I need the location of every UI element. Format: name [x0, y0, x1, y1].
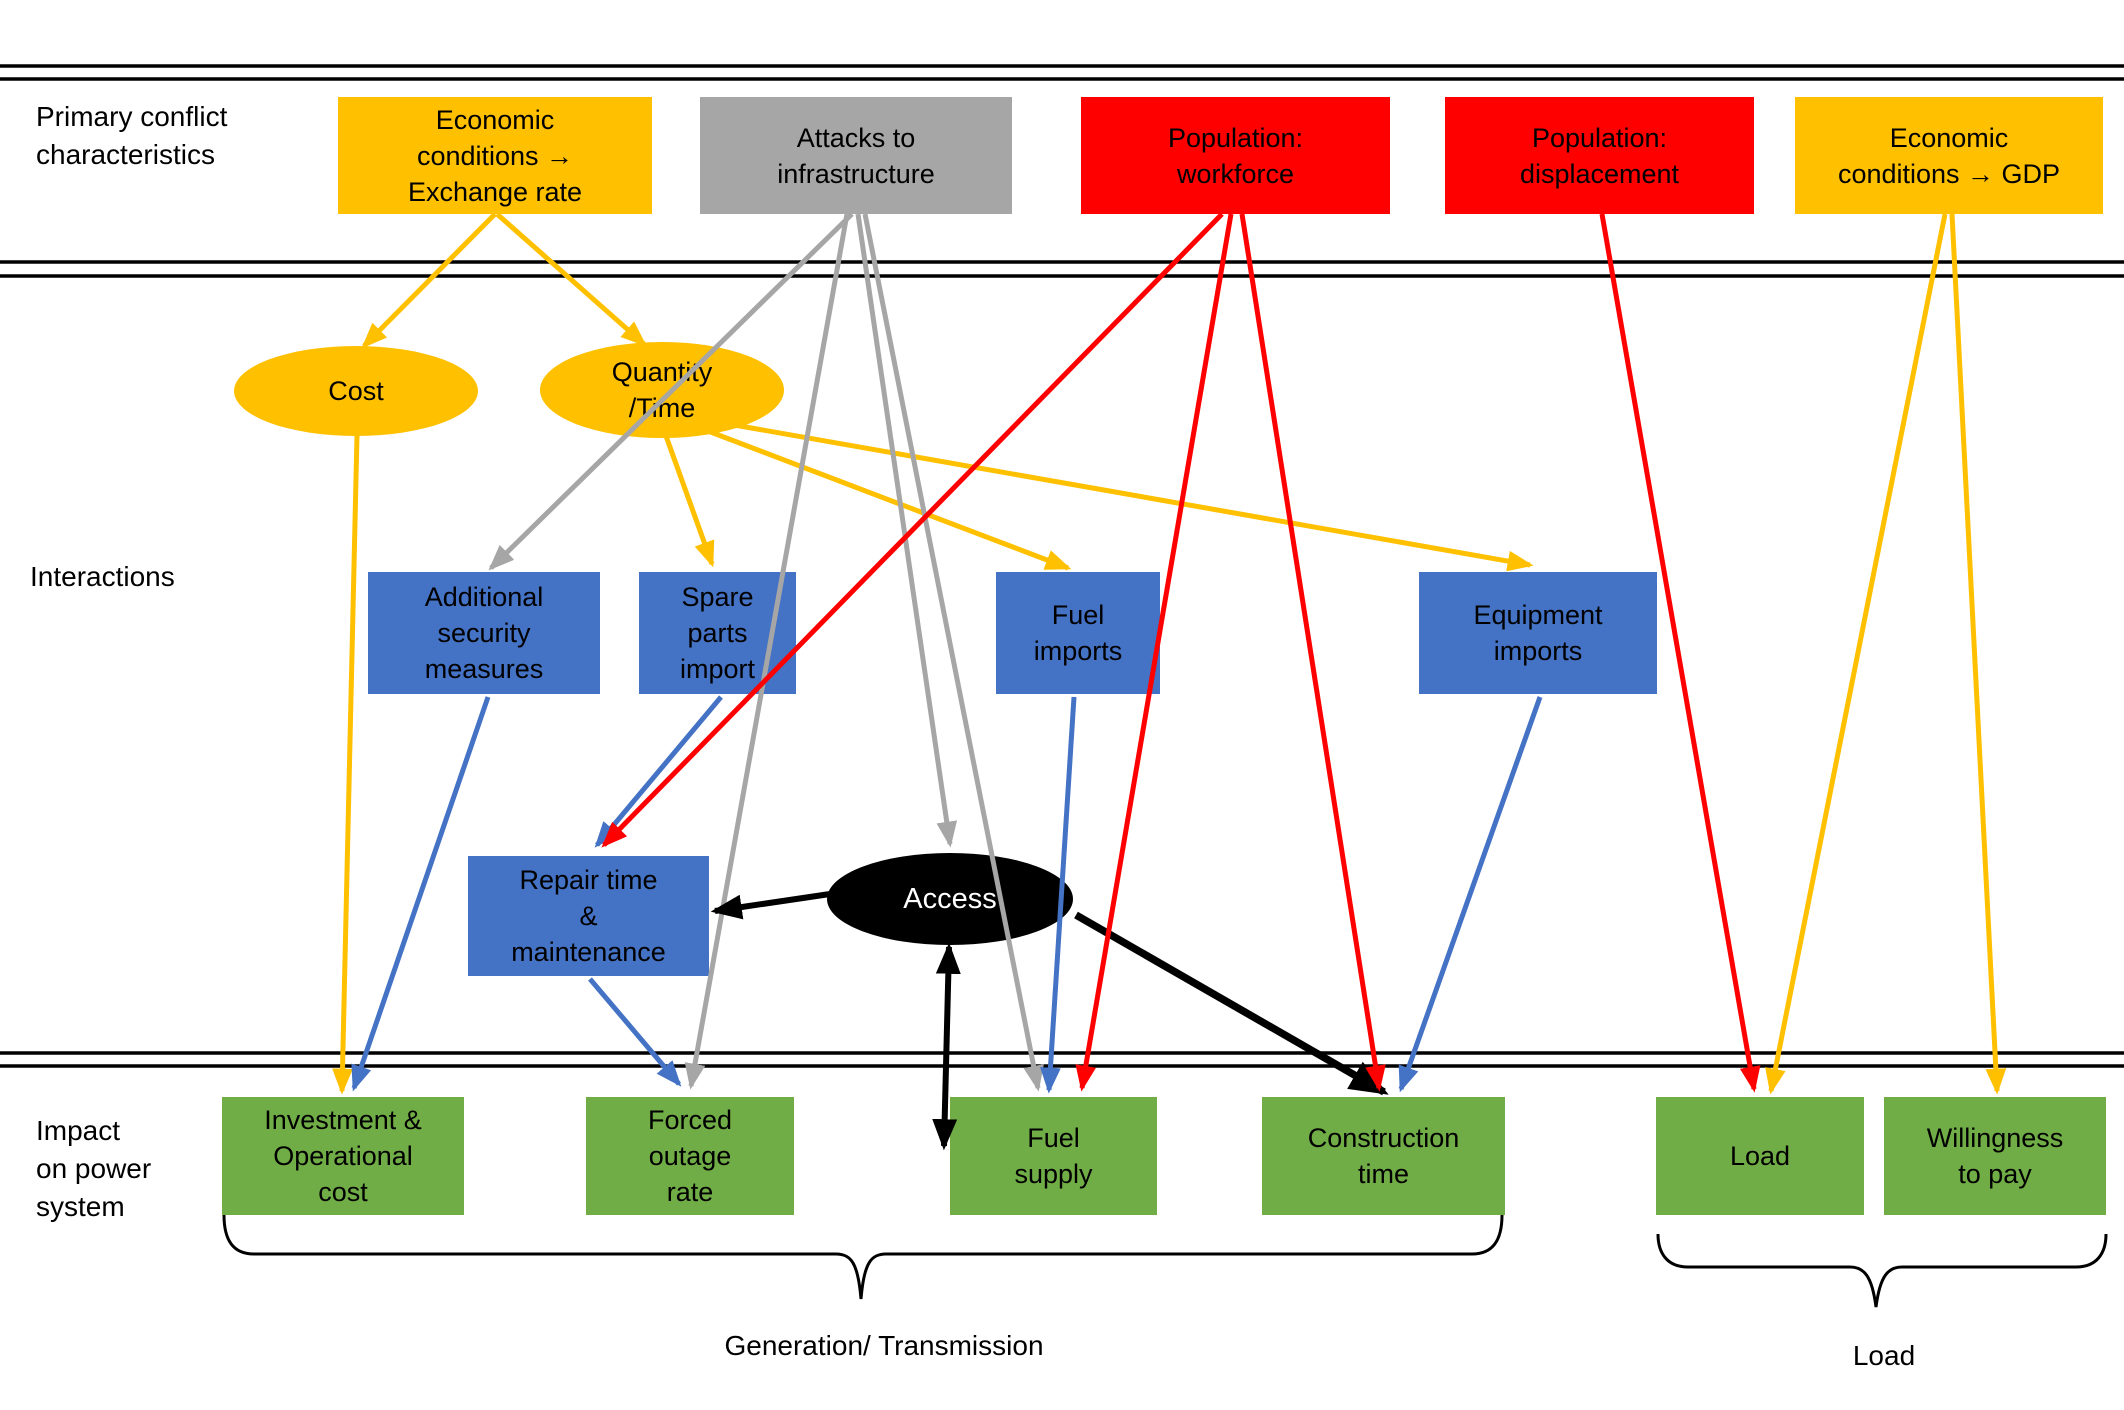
- node-access-ellipse: Access: [827, 853, 1073, 945]
- node-economic-gdp: Economic conditions → GDP: [1795, 97, 2103, 214]
- node-willingness: Willingness to pay: [1884, 1097, 2106, 1215]
- brace-label-generation-transmission: Generation/ Transmission: [724, 1330, 1044, 1361]
- node-economic-exchange-label: Economic conditions → Exchange rate: [407, 104, 583, 207]
- edge-attacks-to-access: [855, 213, 958, 848]
- edge-economic-exchange-to-cost: [361, 212, 497, 349]
- edge-economic-gdp-to-load: [1765, 213, 1948, 1095]
- edge-workforce-to-fuel-supply: [1075, 213, 1234, 1092]
- node-repair-time: Repair time & maintenance: [468, 856, 709, 976]
- edge-quantity-time-to-equipment-imports: [705, 417, 1534, 572]
- node-construction-time-label: Construction time: [1307, 1123, 1460, 1189]
- edge-fuel-imports-to-fuel-supply: [1040, 696, 1077, 1094]
- separator-top: [0, 64, 2124, 81]
- edge-attacks-to-forced-outage: [684, 213, 850, 1090]
- edge-access-to-construction-time: [1074, 911, 1389, 1096]
- node-population-workforce: Population: workforce: [1081, 97, 1390, 214]
- node-construction-time: Construction time: [1262, 1097, 1505, 1215]
- node-cost-ellipse: Cost: [234, 346, 478, 436]
- node-forced-outage-label: Forced outage rate: [647, 1105, 733, 1207]
- node-repair-time-label: Repair time & maintenance: [511, 865, 666, 967]
- node-access-label: Access: [903, 883, 997, 915]
- edge-attacks-to-fuel-supply: [862, 213, 1044, 1092]
- edge-equipment-imports-to-construction-time: [1398, 696, 1543, 1093]
- edge-displacement-to-load: [1599, 213, 1761, 1093]
- edge-access-to-repair-time: [710, 891, 831, 920]
- brace-label-load: Load: [1852, 1340, 1916, 1371]
- node-attacks-infrastructure-label: Attacks to infrastructure: [777, 122, 935, 189]
- edge-workforce-to-construction-time: [1239, 213, 1386, 1092]
- separator-bottom: [0, 1051, 2124, 1068]
- node-load: Load: [1656, 1097, 1864, 1215]
- node-fuel-supply-label: Fuel supply: [1014, 1123, 1093, 1189]
- node-spare-parts-label: Spare parts import: [679, 582, 755, 684]
- node-fuel-imports: Fuel imports: [996, 572, 1160, 694]
- node-quantity-time-label: Quantity /Time: [611, 357, 713, 423]
- node-population-workforce-label: Population: workforce: [1167, 122, 1304, 189]
- node-additional-security-label: Additional security measures: [424, 582, 544, 684]
- node-investment-cost: Investment & Operational cost: [222, 1097, 464, 1215]
- lane-label-impact: Impact on power system: [36, 1115, 152, 1222]
- node-cost-label: Cost: [328, 376, 384, 406]
- node-population-displacement: Population: displacement: [1445, 97, 1754, 214]
- node-economic-gdp-label: Economic conditions → GDP: [1837, 122, 2061, 189]
- edge-workforce-to-repair-time: [601, 212, 1224, 848]
- edge-quantity-time-to-spare-parts: [663, 435, 715, 568]
- node-willingness-label: Willingness to pay: [1926, 1123, 2064, 1189]
- separator-middle: [0, 260, 2124, 278]
- node-fuel-imports-label: Fuel imports: [1033, 600, 1123, 666]
- node-fuel-supply: Fuel supply: [950, 1097, 1157, 1215]
- node-equipment-imports-label: Equipment imports: [1473, 600, 1603, 666]
- edge-quantity-time-to-fuel-imports: [699, 425, 1072, 571]
- node-economic-exchange: Economic conditions → Exchange rate: [338, 97, 652, 214]
- brace-generation-transmission: [222, 1214, 1504, 1300]
- node-forced-outage: Forced outage rate: [586, 1097, 794, 1215]
- edge-cost-to-investment-cost: [332, 434, 360, 1095]
- lane-label-interactions: Interactions: [30, 561, 175, 592]
- node-load-label: Load: [1729, 1141, 1791, 1171]
- edge-repair-time-to-forced-outage: [588, 977, 682, 1087]
- edge-economic-exchange-to-quantity-time: [495, 212, 647, 347]
- edge-access-to-generation-gap-double: [932, 942, 961, 1151]
- lane-label-primary-conflict: Primary conflict characteristics: [36, 101, 228, 170]
- edge-additional-security-to-investment-cost: [351, 696, 491, 1092]
- node-population-displacement-label: Population: displacement: [1519, 122, 1680, 189]
- brace-load: [1656, 1233, 2108, 1308]
- node-additional-security: Additional security measures: [368, 572, 600, 694]
- node-investment-cost-label: Investment & Operational cost: [264, 1105, 422, 1207]
- edge-economic-gdp-to-willingness: [1949, 213, 2007, 1095]
- edge-spare-parts-to-repair-time: [594, 695, 723, 848]
- node-equipment-imports: Equipment imports: [1419, 572, 1657, 694]
- node-quantity-time-ellipse: Quantity /Time: [540, 342, 784, 438]
- node-attacks-infrastructure: Attacks to infrastructure: [700, 97, 1012, 214]
- edge-attacks-to-additional-security: [488, 212, 854, 571]
